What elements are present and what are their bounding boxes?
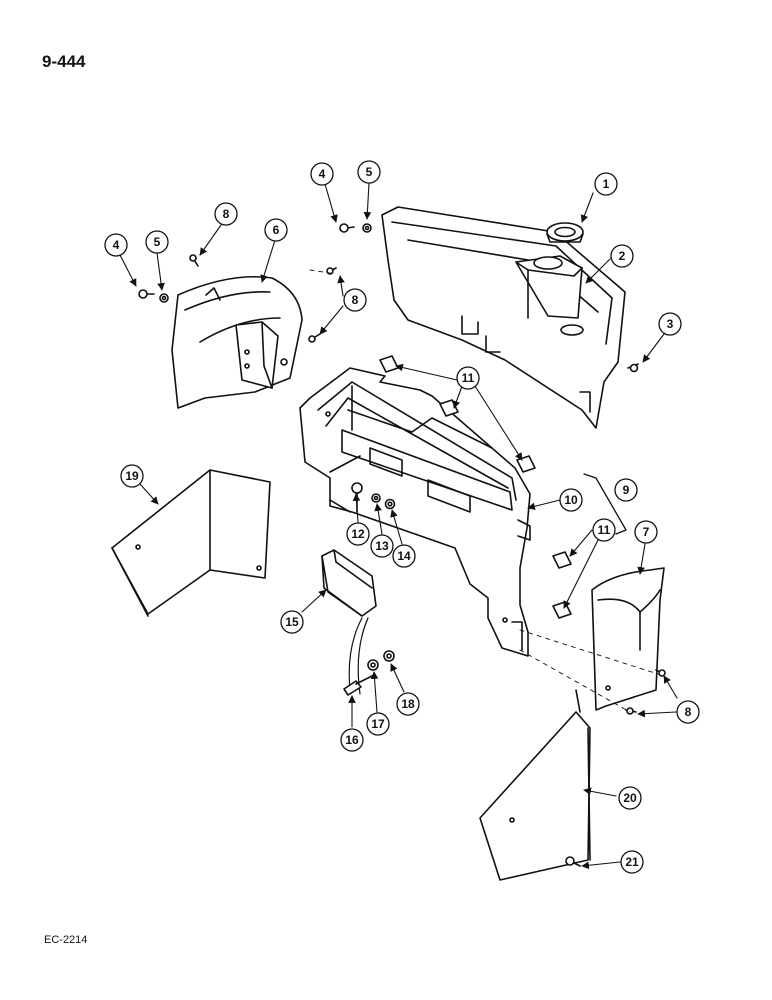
callout: 12 [346, 522, 370, 546]
callout-label: 8 [223, 207, 230, 221]
callout-label: 4 [113, 238, 120, 252]
callout: 13 [370, 534, 394, 558]
callout: 19 [120, 464, 144, 488]
callout: 4 [104, 233, 128, 257]
callout: 10 [559, 488, 583, 512]
callout-label: 8 [352, 293, 359, 307]
callout-label: 13 [375, 539, 389, 553]
callout: 21 [620, 850, 644, 874]
callout: 20 [618, 786, 642, 810]
callout-label: 11 [462, 371, 475, 385]
callout-label: 20 [623, 791, 637, 805]
callout-label: 5 [366, 165, 373, 179]
callout: 11 [592, 518, 616, 542]
callout-label: 11 [598, 523, 611, 537]
bracket-9 [583, 473, 627, 535]
part-clips [379, 355, 572, 619]
callout: 1 [594, 172, 618, 196]
leader-lines [119, 182, 678, 870]
callout-label: 1 [603, 177, 610, 191]
callout: 9 [614, 478, 638, 502]
callout: 6 [264, 218, 288, 242]
callout-label: 4 [319, 167, 326, 181]
part-right-lower-panel [479, 689, 591, 881]
callout-label: 16 [345, 733, 359, 747]
callout-label: 12 [351, 527, 365, 541]
callout: 17 [366, 712, 390, 736]
callout: 5 [357, 160, 381, 184]
page-number: 9-444 [42, 52, 86, 71]
figure-code: EC-2214 [44, 934, 88, 946]
callout: 8 [214, 202, 238, 226]
part-main-panel [299, 367, 531, 657]
callout-label: 8 [685, 705, 692, 719]
callout: 11 [456, 366, 480, 390]
callouts: 1 2 3 4 5 4 5 6 8 8 11 9 10 19 12 13 14 … [104, 160, 700, 874]
callout: 7 [634, 520, 658, 544]
callout-label: 14 [397, 549, 411, 563]
alignment-lines [309, 269, 659, 713]
callout-label: 7 [643, 525, 650, 539]
part-switch [321, 549, 377, 695]
callout-label: 6 [273, 223, 280, 237]
callout: 15 [280, 610, 304, 634]
part-left-side-cover [171, 275, 303, 409]
callout: 16 [340, 728, 364, 752]
part-upper-console [381, 206, 626, 429]
callout-label: 19 [125, 469, 139, 483]
callout-label: 15 [285, 615, 299, 629]
callout-label: 5 [154, 235, 161, 249]
part-right-side-cover [591, 567, 665, 711]
part-hardware [138, 223, 666, 867]
callout: 14 [392, 544, 416, 568]
part-grommet [546, 222, 584, 243]
callout-label: 10 [564, 493, 578, 507]
callout: 8 [343, 288, 367, 312]
callout-label: 17 [371, 717, 385, 731]
callout: 2 [610, 244, 634, 268]
callout: 3 [658, 312, 682, 336]
callout: 18 [396, 692, 420, 716]
callout: 4 [310, 162, 334, 186]
callout-label: 21 [625, 855, 639, 869]
callout-label: 3 [667, 317, 674, 331]
callout: 5 [145, 230, 169, 254]
callout: 8 [676, 700, 700, 724]
callout-label: 9 [623, 483, 630, 497]
part-left-lower-panel [111, 469, 271, 617]
callout-label: 18 [401, 697, 415, 711]
callout-label: 2 [619, 249, 626, 263]
